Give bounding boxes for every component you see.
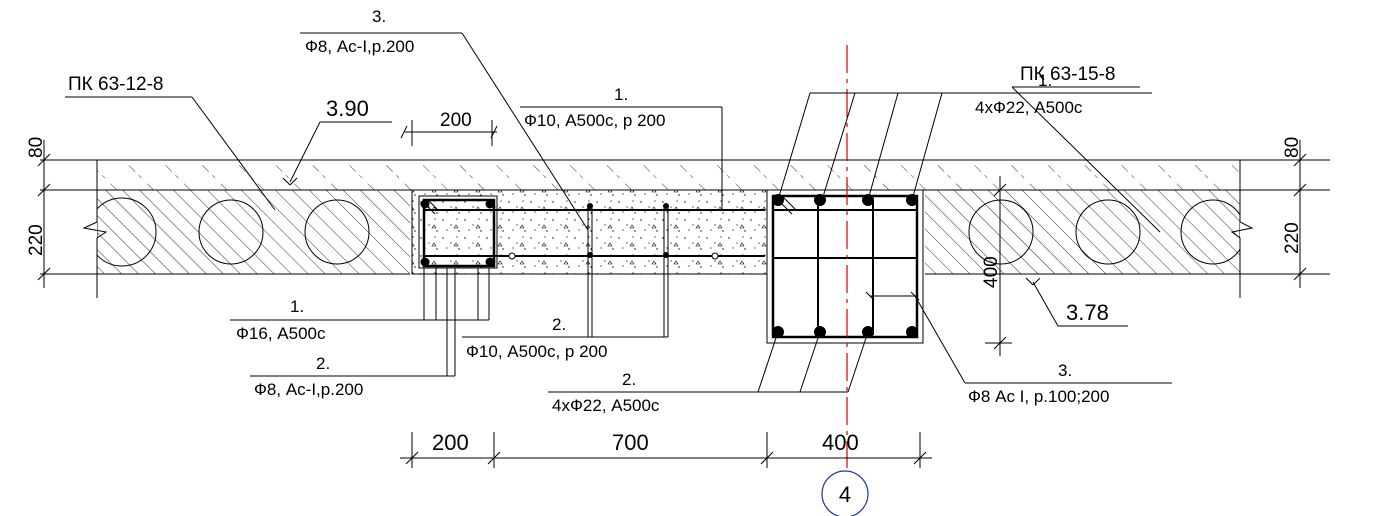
beam-top-callout: 1. 4хФ22, А500с <box>777 71 1152 201</box>
dimensions: 200 80 220 80 220 400 200 700 400 <box>26 110 1307 468</box>
monolithic-zone <box>411 189 768 275</box>
dim-left-220: 220 <box>26 224 47 256</box>
rebar3-number: 3. <box>372 7 386 26</box>
dim-top-200: 200 <box>440 110 472 131</box>
dim-bottom-700: 700 <box>612 430 649 455</box>
beam-b2-text: 4хФ22, А500с <box>552 396 660 415</box>
right-level: 3.78 <box>1066 300 1109 325</box>
dim-bottom-400: 400 <box>822 430 859 455</box>
beam-bottom-callouts: 2. 4хФ22, А500с 3. Ф8 Ас I, р.100;200 <box>548 291 1172 415</box>
rebar-l2-text: Ф8, Ас-I,р.200 <box>254 380 363 399</box>
bottom-center-callouts: 2. Ф10, А500с, р 200 <box>462 258 669 361</box>
rebar-l1-text: Ф16, А500с <box>236 324 326 343</box>
dim-left-80: 80 <box>26 137 47 158</box>
left-slab-callouts: ПК 63-12-8 3.90 <box>65 74 392 211</box>
left-level: 3.90 <box>326 96 369 121</box>
beam-b3-text: Ф8 Ас I, р.100;200 <box>968 387 1109 406</box>
bottom-left-callouts: 1. Ф16, А500с 2. Ф8, Ас-I,р.200 <box>230 268 490 399</box>
rebar1-number: 1. <box>614 85 628 104</box>
top-rebar-callouts: 3. Ф8, Ас-I,р.200 1. Ф10, А500с, р 200 <box>300 7 723 231</box>
dim-right-80: 80 <box>1282 137 1303 158</box>
beam-section <box>766 189 924 344</box>
axis-line: 4 <box>821 45 869 516</box>
dim-bottom-200: 200 <box>432 430 469 455</box>
beam-b3-number: 3. <box>1058 361 1072 380</box>
dim-right-220: 220 <box>1282 222 1303 254</box>
rebar-l1-number: 1. <box>290 297 304 316</box>
rebar-c2-number: 2. <box>552 315 566 334</box>
right-slab <box>925 160 1330 298</box>
rebar1-text: Ф10, А500с, р 200 <box>524 111 665 130</box>
right-slab-callouts: ПК 63-15-8 3.78 <box>1011 64 1161 327</box>
right-slab-mark: ПК 63-15-8 <box>1020 64 1116 85</box>
beam-top-text: 4хФ22, А500с <box>975 98 1083 117</box>
beam-top-number: 1. <box>1038 71 1052 90</box>
screed-layer <box>40 159 1330 191</box>
axis-label: 4 <box>839 482 851 507</box>
beam-b2-number: 2. <box>622 370 636 389</box>
rebar-l2-number: 2. <box>316 354 330 373</box>
left-slab-mark: ПК 63-12-8 <box>68 74 164 95</box>
rebar3-text: Ф8, Ас-I,р.200 <box>305 37 414 56</box>
rebar-c2-text: Ф10, А500с, р 200 <box>466 342 607 361</box>
dim-beam-400: 400 <box>981 256 1002 288</box>
left-slab <box>40 160 410 298</box>
